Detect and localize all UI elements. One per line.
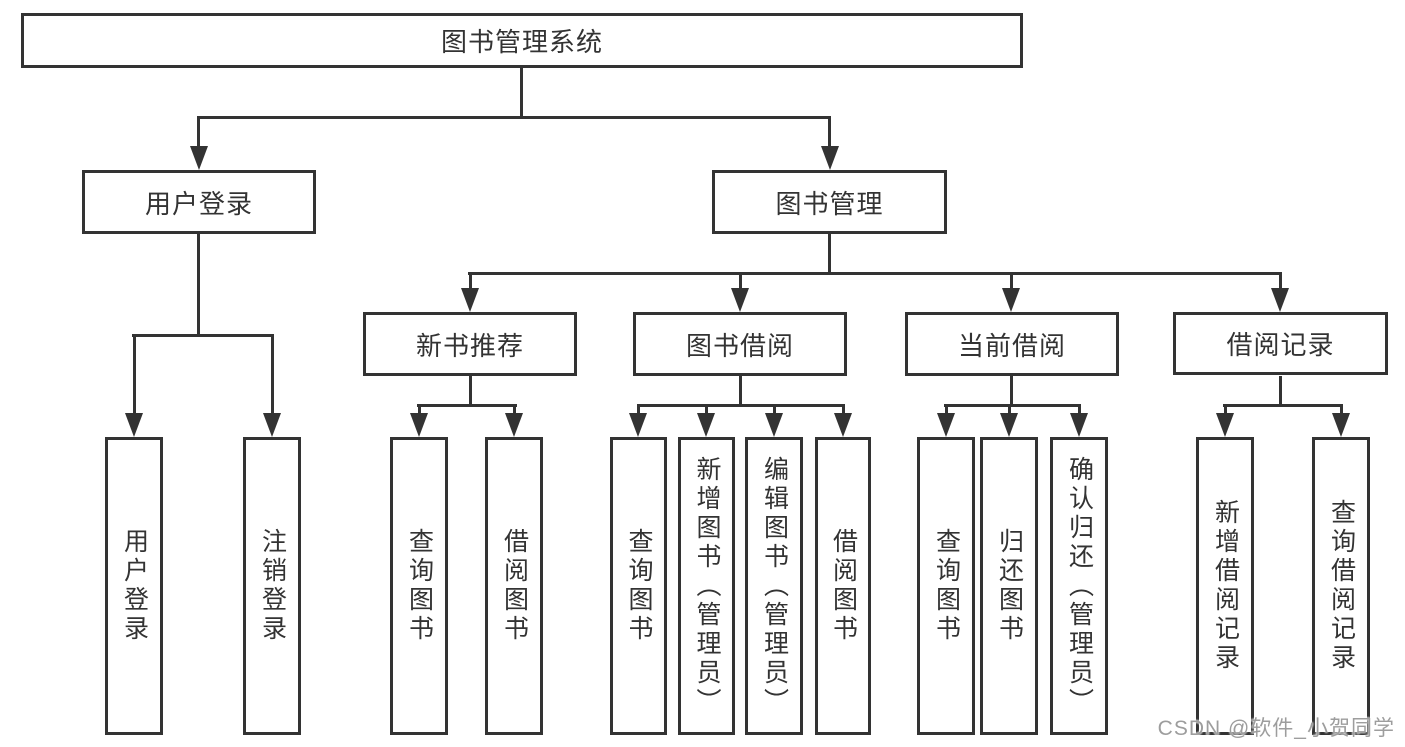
node-label: 借阅记录 bbox=[1226, 330, 1335, 360]
node-label: 新书推荐 bbox=[415, 330, 524, 361]
arrowhead-down-icon bbox=[125, 413, 143, 437]
connector-line bbox=[637, 404, 845, 407]
leaf-add-borrow-record: 新增借阅记录 bbox=[1196, 437, 1254, 735]
connector-line bbox=[1008, 404, 1011, 415]
connector-line bbox=[469, 272, 472, 290]
connector-line bbox=[1078, 404, 1081, 415]
connector-line bbox=[1279, 272, 1282, 290]
arrowhead-down-icon bbox=[1000, 413, 1018, 437]
arrowhead-down-icon bbox=[1332, 413, 1350, 437]
leaf-logout: 注销登录 bbox=[243, 437, 301, 735]
leaf-query-books-current: 查询图书 bbox=[917, 437, 975, 735]
node-label: 图书管理 bbox=[775, 188, 884, 219]
connector-line bbox=[132, 334, 274, 337]
connector-line bbox=[739, 376, 742, 407]
arrowhead-down-icon bbox=[821, 146, 839, 170]
leaf-return-books: 归还图书 bbox=[980, 437, 1038, 735]
connector-line bbox=[637, 404, 640, 415]
node-label: 查询借阅记录 bbox=[1327, 499, 1356, 673]
node-book-borrowing: 图书借阅 bbox=[633, 312, 847, 376]
node-label: 查询图书 bbox=[932, 528, 961, 644]
node-new-book-recommend: 新书推荐 bbox=[363, 312, 577, 376]
connector-line bbox=[842, 404, 845, 415]
node-label: 图书借阅 bbox=[685, 330, 794, 361]
arrowhead-down-icon bbox=[834, 413, 852, 437]
watermark: CSDN @软件_小贺同学 bbox=[1157, 717, 1395, 740]
node-label: 新增图书（管理员） bbox=[693, 455, 721, 717]
connector-line bbox=[197, 116, 831, 119]
connector-line bbox=[1224, 404, 1227, 415]
connector-line bbox=[469, 376, 472, 407]
connector-line bbox=[705, 404, 708, 415]
node-label: 查询图书 bbox=[625, 528, 653, 644]
connector-line bbox=[1223, 404, 1343, 407]
leaf-query-books-recommend: 查询图书 bbox=[390, 437, 448, 735]
connector-line bbox=[1010, 272, 1013, 290]
node-label: 归还图书 bbox=[995, 528, 1024, 644]
leaf-query-borrow-record: 查询借阅记录 bbox=[1312, 437, 1370, 735]
node-label: 图书管理系统 bbox=[440, 27, 603, 57]
leaf-edit-books-admin: 编辑图书（管理员） bbox=[745, 437, 803, 735]
node-label: 编辑图书（管理员） bbox=[760, 455, 789, 717]
leaf-add-books-admin: 新增图书（管理员） bbox=[678, 437, 735, 735]
node-label: 注销登录 bbox=[258, 528, 287, 644]
connector-line bbox=[828, 234, 831, 274]
leaf-borrow-books-recommend: 借阅图书 bbox=[485, 437, 543, 735]
connector-line bbox=[468, 272, 1282, 275]
node-book-management: 图书管理 bbox=[712, 170, 947, 234]
arrowhead-down-icon bbox=[937, 413, 955, 437]
arrowhead-down-icon bbox=[697, 413, 715, 437]
node-label: 当前借阅 bbox=[957, 330, 1066, 361]
node-current-borrowing: 当前借阅 bbox=[905, 312, 1119, 376]
connector-line bbox=[1340, 404, 1343, 415]
connector-line bbox=[773, 404, 776, 415]
arrowhead-down-icon bbox=[263, 413, 281, 437]
leaf-query-books-borrowing: 查询图书 bbox=[610, 437, 667, 735]
node-label: 借阅图书 bbox=[829, 528, 858, 644]
arrowhead-down-icon bbox=[1216, 413, 1234, 437]
node-label: 借阅图书 bbox=[500, 528, 529, 644]
arrowhead-down-icon bbox=[505, 413, 523, 437]
connector-line bbox=[417, 404, 517, 407]
connector-line bbox=[1010, 376, 1013, 407]
leaf-borrow-books: 借阅图书 bbox=[815, 437, 871, 735]
leaf-confirm-return-admin: 确认归还（管理员） bbox=[1050, 437, 1108, 735]
node-library-management-system: 图书管理系统 bbox=[21, 13, 1023, 68]
node-user-login: 用户登录 bbox=[82, 170, 316, 234]
node-label: 查询图书 bbox=[405, 528, 434, 644]
arrowhead-down-icon bbox=[1002, 288, 1020, 312]
connector-line bbox=[133, 334, 136, 415]
arrowhead-down-icon bbox=[1271, 288, 1289, 312]
connector-line bbox=[739, 272, 742, 290]
arrowhead-down-icon bbox=[461, 288, 479, 312]
connector-line bbox=[520, 66, 523, 119]
leaf-user-login: 用户登录 bbox=[105, 437, 163, 735]
connector-line bbox=[944, 404, 1081, 407]
node-borrowing-records: 借阅记录 bbox=[1173, 312, 1388, 375]
connector-line bbox=[945, 404, 948, 415]
connector-line bbox=[271, 334, 274, 415]
arrowhead-down-icon bbox=[765, 413, 783, 437]
connector-line bbox=[197, 116, 200, 150]
node-label: 新增借阅记录 bbox=[1211, 499, 1240, 673]
connector-line bbox=[1279, 376, 1282, 407]
connector-line bbox=[418, 404, 421, 415]
arrowhead-down-icon bbox=[1070, 413, 1088, 437]
node-label: 确认归还（管理员） bbox=[1065, 455, 1094, 717]
connector-line bbox=[828, 116, 831, 150]
connector-line bbox=[513, 404, 516, 415]
node-label: 用户登录 bbox=[120, 528, 149, 644]
arrowhead-down-icon bbox=[190, 146, 208, 170]
arrowhead-down-icon bbox=[629, 413, 647, 437]
arrowhead-down-icon bbox=[731, 288, 749, 312]
node-label: 用户登录 bbox=[144, 188, 253, 219]
arrowhead-down-icon bbox=[410, 413, 428, 437]
connector-line bbox=[197, 234, 200, 337]
